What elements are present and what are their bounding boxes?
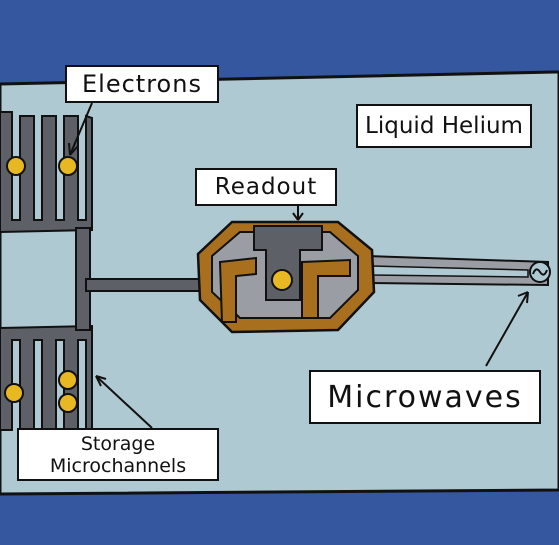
electrons-label: Electrons (65, 65, 219, 103)
electron (271, 269, 293, 291)
readout-label-text: Readout (214, 174, 318, 200)
sine-wave-icon (529, 261, 551, 283)
electron (4, 383, 24, 403)
storage-comb-top (0, 111, 93, 234)
liquid-helium-label-text: Liquid Helium (365, 113, 523, 139)
electron (58, 370, 78, 390)
electrons (4, 156, 293, 413)
liquid-helium-label: Liquid Helium (356, 104, 532, 148)
electron (6, 156, 26, 176)
annotation-arrows (68, 102, 529, 429)
microwaves-label: Microwaves (309, 370, 541, 424)
microwaves-label-text: Microwaves (327, 379, 523, 415)
electron (58, 393, 78, 413)
electron (58, 156, 78, 176)
storage-microchannels-label: Storage Microchannels (17, 428, 219, 481)
storage-label-line2: Microchannels (49, 454, 187, 477)
transfer-channel (85, 278, 207, 292)
microwave-resonator (365, 254, 549, 287)
storage-label-line1: Storage (80, 432, 156, 455)
electrons-label-text: Electrons (82, 70, 202, 98)
readout-label: Readout (195, 168, 337, 206)
